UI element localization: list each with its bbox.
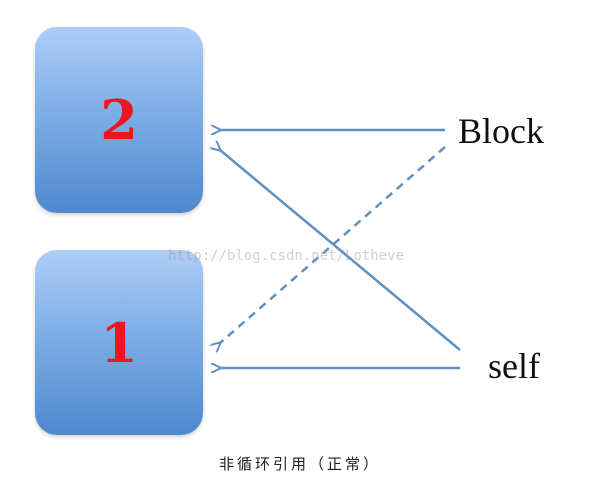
diagram-caption: 非循环引用（正常）	[218, 455, 381, 473]
block-label: Block	[458, 111, 544, 151]
box-1-label: 1	[100, 310, 138, 375]
self-label: self	[488, 346, 540, 386]
object-box-1: 1	[35, 250, 203, 435]
arrow-block-to-1-dashed	[220, 146, 446, 343]
box-2-label: 2	[100, 88, 138, 152]
watermark-text: http://blog.csdn.net/Lotheve	[168, 248, 405, 264]
object-box-2: 2	[35, 27, 203, 213]
arrow-self-to-2	[220, 150, 461, 351]
